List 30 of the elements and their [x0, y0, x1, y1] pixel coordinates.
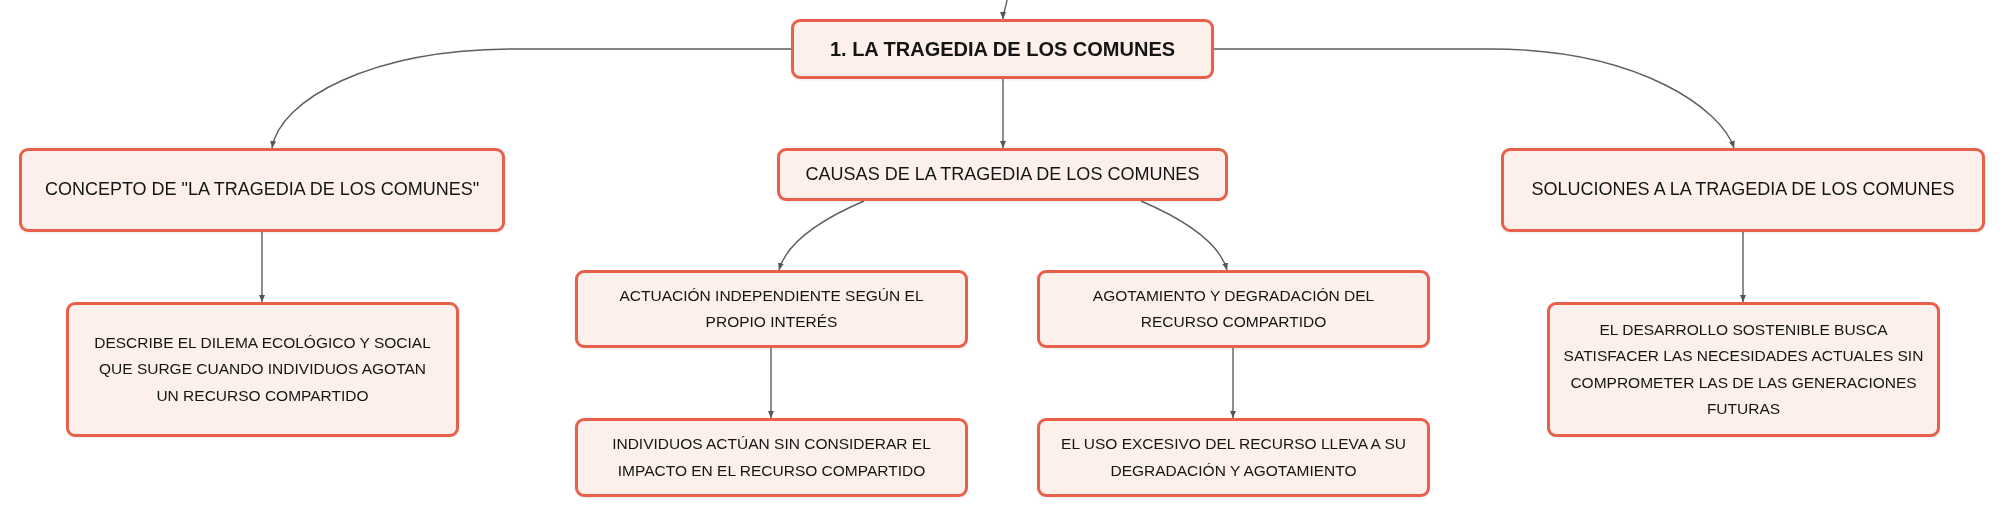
subtopic-text: EL USO EXCESIVO DEL RECURSO LLEVA A SU DEGRADACIÓN Y AGOTAMIENTO — [1060, 434, 1407, 481]
subtopic-box — [1037, 418, 1430, 497]
subtopic-box — [66, 302, 459, 437]
subtopic-box — [575, 418, 968, 497]
topic-box — [19, 148, 505, 232]
subtopic-text: INDIVIDUOS ACTÚAN SIN CONSIDERAR EL IMPACTO EN EL RECURSO COMPARTIDO — [611, 434, 932, 481]
central-topic-title: 1. LA TRAGEDIA DE LOS COMUNES — [829, 37, 1176, 61]
connector-line — [1230, 347, 1236, 419]
topic-label: CONCEPTO DE "LA TRAGEDIA DE LOS COMUNES" — [44, 178, 480, 202]
subtopic-box — [1037, 270, 1430, 348]
connector-line — [778, 200, 865, 271]
subtopic-text: DESCRIBE EL DILEMA ECOLÓGICO Y SOCIAL QUE SURGE CUANDO INDIVIDUOS AGOTAN UN RECURSO COMPARTIDO — [93, 333, 432, 406]
connector-line — [1000, 0, 1008, 20]
subtopic-box — [575, 270, 968, 348]
central-topic-box — [791, 19, 1214, 79]
subtopic-box — [1547, 302, 1940, 437]
subtopic-text: ACTUACIÓN INDEPENDIENTE SEGÚN EL PROPIO INTERÉS — [618, 285, 925, 332]
topic-box — [1501, 148, 1985, 232]
connector-line — [1740, 231, 1746, 303]
connector-line — [259, 231, 265, 303]
connector-line — [271, 48, 792, 149]
subtopic-text: AGOTAMIENTO Y DEGRADACIÓN DEL RECURSO COMPARTIDO — [1091, 285, 1376, 332]
connector-line — [1213, 48, 1735, 149]
topic-label: SOLUCIONES A LA TRAGEDIA DE LOS COMUNES — [1531, 178, 1955, 202]
subtopic-text: EL DESARROLLO SOSTENIBLE BUSCA SATISFACER LAS NECESIDADES ACTUALES SIN COMPROMETER LAS DE LAS GENERACIONES FUTURAS — [1562, 319, 1925, 419]
topic-label: CAUSAS DE LA TRAGEDIA DE LOS COMUNES — [805, 162, 1200, 186]
connector-line — [768, 347, 774, 419]
connector-line — [1000, 78, 1006, 149]
connector-line — [1140, 200, 1228, 271]
topic-box — [777, 148, 1228, 201]
